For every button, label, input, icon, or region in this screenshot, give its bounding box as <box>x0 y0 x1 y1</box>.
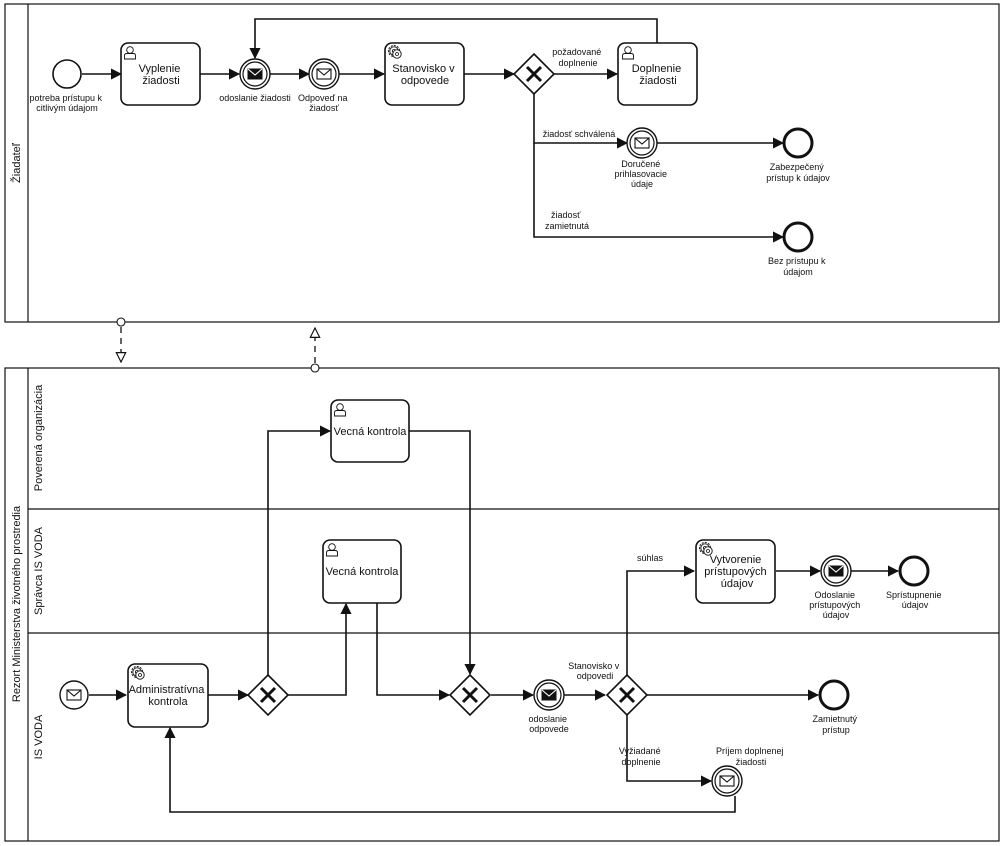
label-reply-received: Odpoveď na žiadosť <box>298 93 350 113</box>
exclusive-gateway-4[interactable] <box>605 673 649 717</box>
label-opinion: Stanovisko v odpovedi <box>568 661 622 681</box>
lane-title-is-voda: IS VODA <box>33 714 45 759</box>
x-icon <box>525 65 543 83</box>
start-event-need-access[interactable] <box>52 59 82 89</box>
exclusive-gateway-3[interactable] <box>448 673 492 717</box>
envelope-filled-icon <box>541 689 557 701</box>
task-complete-request-label: Doplnenie žiadosti <box>632 63 685 87</box>
label-send-access: Odoslanie prístupových údajov <box>809 590 863 620</box>
sequence-flows-applicant <box>82 18 785 243</box>
task-admin-check-label: Administratívna kontrola <box>129 684 208 708</box>
envelope-filled-icon <box>247 68 263 80</box>
task-create-access[interactable]: Vytvorenie prístupových údajov <box>695 539 776 604</box>
end-event-access-denied[interactable] <box>818 679 850 711</box>
receive-supplement-event[interactable] <box>711 765 743 797</box>
task-factual-check-org[interactable]: Vecná kontrola <box>330 399 410 463</box>
end-event-secure-access[interactable] <box>782 127 814 159</box>
label-end-no-access: Bez prístupu k údajom <box>768 256 828 277</box>
pool-title-applicant: Žiadateľ <box>10 142 23 183</box>
label-rejected: žiadosť zamietnutá <box>545 210 589 231</box>
x-icon <box>618 686 636 704</box>
login-delivered-event[interactable] <box>626 127 658 159</box>
label-send-request: odoslanie žiadosti <box>219 93 291 103</box>
envelope-icon <box>634 137 650 149</box>
reply-received-event[interactable] <box>308 58 340 90</box>
send-access-event[interactable] <box>820 555 852 587</box>
label-send-reply: odoslanie odpovede <box>528 714 569 734</box>
label-end-denied: Zamietnutý prístup <box>812 714 859 735</box>
task-create-access-label: Vytvorenie prístupových údajov <box>704 554 769 590</box>
start-message-event[interactable] <box>59 680 89 710</box>
label-end-access: Sprístupnenie údajov <box>886 590 944 610</box>
label-approved: žiadosť schválená <box>543 129 615 139</box>
task-factual-check-admin-label: Vecná kontrola <box>326 566 400 578</box>
label-end-secure: Zabezpečený prístup k údajov <box>766 162 830 183</box>
label-requested-supplement: Vyžiadané doplnenie <box>619 746 663 767</box>
task-admin-check[interactable]: Administratívna kontrola <box>127 663 209 728</box>
envelope-icon <box>719 775 735 787</box>
task-opinion-reply[interactable]: Stanovisko v odpovede <box>384 42 465 106</box>
pool-title-ministry: Rezort Ministerstva životného prostredia <box>11 505 23 702</box>
label-consent: súhlas <box>637 553 664 563</box>
exclusive-gateway-1[interactable] <box>512 52 556 96</box>
label-login-delivered: Doručené prihlasovacie údaje <box>614 159 669 189</box>
label-start-need: potreba prístupu k citlivým údajom <box>29 93 104 113</box>
task-complete-request[interactable]: Doplnenie žiadosti <box>617 42 698 106</box>
x-icon <box>259 686 277 704</box>
label-required-supplement: požadované doplnenie <box>552 47 604 68</box>
lane-title-authorized-org: Poverená organizácia <box>33 384 45 491</box>
envelope-icon <box>66 689 82 701</box>
exclusive-gateway-2[interactable] <box>246 673 290 717</box>
task-fill-request[interactable]: Vyplenie žiadosti <box>120 42 201 106</box>
envelope-icon <box>316 68 332 80</box>
lane-title-is-admin: Správca IS VODA <box>33 526 45 615</box>
label-receive-supplement: Príjem doplnenej žiadosti <box>716 746 786 767</box>
envelope-filled-icon <box>828 565 844 577</box>
task-factual-check-org-label: Vecná kontrola <box>334 426 408 438</box>
x-icon <box>461 686 479 704</box>
sequence-flows-ministry <box>89 425 900 813</box>
end-event-access-granted[interactable] <box>898 555 930 587</box>
end-event-no-access[interactable] <box>782 221 814 253</box>
task-factual-check-admin[interactable]: Vecná kontrola <box>322 539 402 604</box>
send-request-event[interactable] <box>239 58 271 90</box>
task-opinion-reply-label: Stanovisko v odpovede <box>392 63 457 87</box>
task-fill-request-label: Vyplenie žiadosti <box>139 63 184 87</box>
send-reply-event[interactable] <box>533 679 565 711</box>
